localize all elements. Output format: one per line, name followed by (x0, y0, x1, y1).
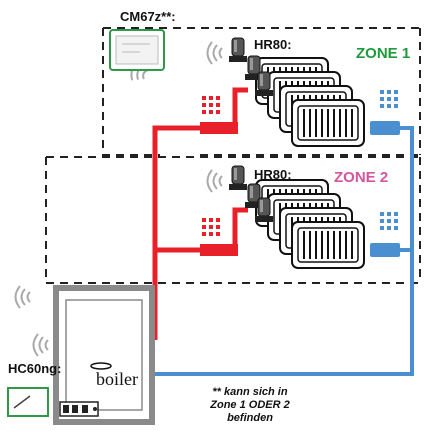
zone1-boundary (102, 27, 421, 156)
wireless-signal-zone2-icon (206, 169, 223, 193)
hr80-zone1-label: HR80: (254, 37, 292, 52)
radiator-zone2-icon (255, 179, 365, 269)
wireless-signal-zone1-icon (206, 41, 223, 65)
hr80-zone2-label: HR80: (254, 167, 292, 182)
hc60ng-label: HC60ng: (8, 361, 62, 376)
cool-dots-zone1-icon (380, 90, 398, 108)
cm67z-label: CM67z**: (120, 9, 176, 24)
heat-dots-zone2-icon (202, 218, 220, 236)
wireless-signal-hc60ng-icon (32, 333, 49, 357)
cm67z-thermostat-icon (109, 29, 165, 71)
hc60ng-controller-icon (7, 387, 49, 417)
cool-dots-zone2-icon (380, 212, 398, 230)
footnote-line-3: befinden (227, 412, 273, 424)
heat-dots-zone1-icon (202, 96, 220, 114)
boiler-icon (53, 285, 155, 425)
zone-footnote: ** kann sich in Zone 1 ODER 2 befinden (175, 386, 325, 425)
footnote-line-2: Zone 1 ODER 2 (210, 399, 290, 411)
footnote-line-1: ** kann sich in (212, 386, 288, 398)
zone1-label: ZONE 1 (356, 45, 411, 62)
radiator-zone1-icon (255, 57, 365, 147)
wireless-signal-boiler-icon (14, 285, 31, 309)
zone2-label: ZONE 2 (334, 169, 389, 186)
boiler-label: boiler (96, 369, 138, 389)
zone2-boundary (45, 156, 421, 284)
